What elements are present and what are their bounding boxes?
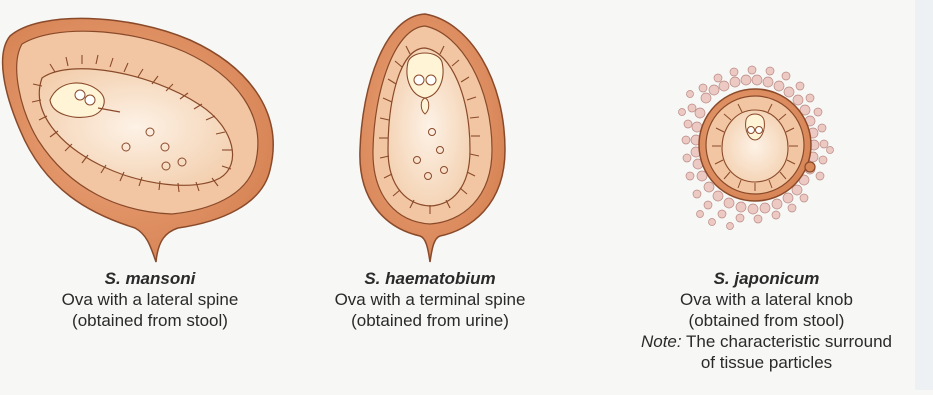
species-name-haematobium: S. haematobium bbox=[290, 268, 570, 289]
caption-haematobium: S. haematobium Ova with a terminal spine… bbox=[290, 268, 570, 331]
haematobium-egg bbox=[360, 14, 505, 262]
source-haematobium: (obtained from urine) bbox=[290, 310, 570, 331]
note-text-continued: of tissue particles bbox=[600, 352, 933, 373]
note-label: Note: bbox=[641, 332, 682, 351]
species-name-mansoni: S. mansoni bbox=[0, 268, 300, 289]
source-japonicum: (obtained from stool) bbox=[600, 310, 933, 331]
caption-japonicum: S. japonicum Ova with a lateral knob (ob… bbox=[600, 268, 933, 373]
description-mansoni: Ova with a lateral spine bbox=[0, 289, 300, 310]
lateral-knob bbox=[805, 162, 815, 172]
source-mansoni: (obtained from stool) bbox=[0, 310, 300, 331]
description-japonicum: Ova with a lateral knob bbox=[600, 289, 933, 310]
page-edge bbox=[915, 0, 933, 390]
japonicum-egg bbox=[679, 66, 834, 230]
mansoni-egg bbox=[3, 18, 274, 262]
description-haematobium: Ova with a terminal spine bbox=[290, 289, 570, 310]
note-text: The characteristic surround bbox=[682, 332, 892, 351]
caption-mansoni: S. mansoni Ova with a lateral spine (obt… bbox=[0, 268, 300, 331]
species-name-japonicum: S. japonicum bbox=[600, 268, 933, 289]
note-japonicum: Note: The characteristic surround bbox=[600, 331, 933, 352]
